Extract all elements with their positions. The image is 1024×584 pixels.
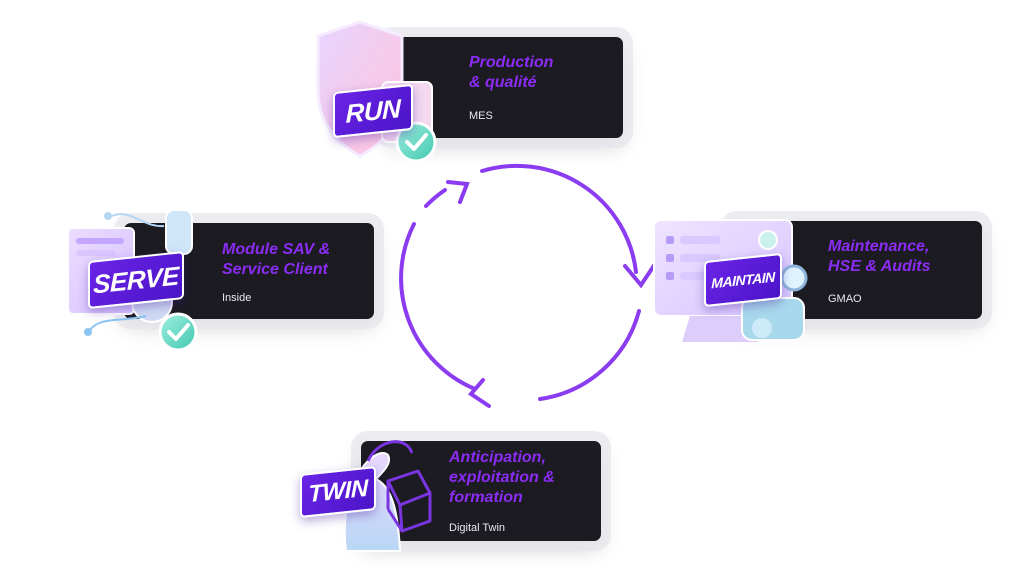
arrowhead-right xyxy=(623,262,657,289)
arc-serve-to-run xyxy=(424,188,447,208)
step-subtitle-run: MES xyxy=(469,110,493,122)
step-subtitle-twin: Digital Twin xyxy=(449,522,506,534)
arc-twin-to-serve xyxy=(399,222,477,391)
arc-run-to-maintain xyxy=(480,163,638,274)
tag-serve: SERVE xyxy=(88,250,184,310)
arrowhead-bottom xyxy=(468,378,491,408)
tag-maintain: MAINTAIN xyxy=(704,252,782,308)
step-title-run: Production & qualité xyxy=(469,54,554,91)
step-title-maintain: Maintenance, HSE & Audits xyxy=(828,238,931,275)
step-subtitle-maintain: GMAO xyxy=(828,293,862,305)
tag-run: RUN xyxy=(333,83,413,139)
tag-twin: TWIN xyxy=(300,466,376,518)
arrowhead-top xyxy=(446,180,470,204)
arc-maintain-to-twin xyxy=(538,309,641,401)
step-subtitle-serve: Inside xyxy=(222,292,252,304)
step-title-serve: Module SAV & Service Client xyxy=(222,241,331,278)
step-title-twin: Anticipation, exploitation & formation xyxy=(449,449,555,506)
